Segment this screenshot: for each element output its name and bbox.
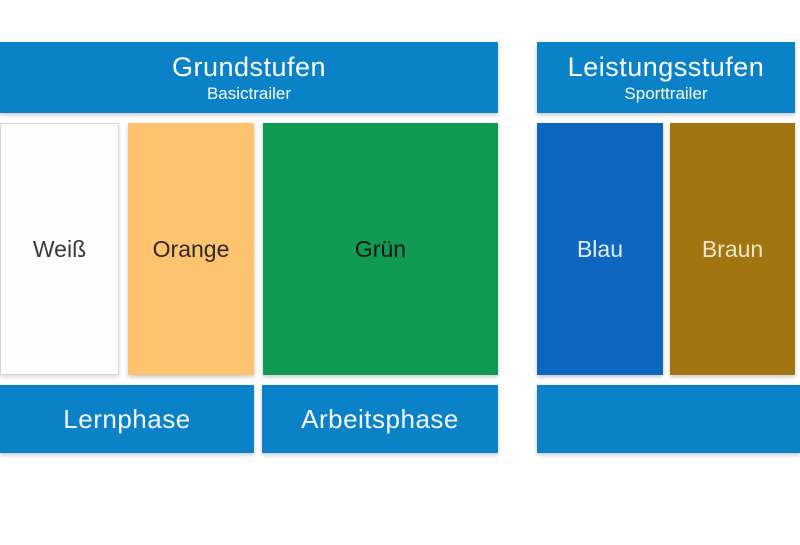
lernphase-label: Lernphase (63, 403, 191, 434)
lernphase-bar: Lernphase (0, 385, 254, 453)
grundstufen-header: Grundstufen Basictrailer (0, 42, 498, 113)
box-orange-label: Orange (152, 235, 230, 262)
grundstufen-subtitle: Basictrailer (206, 83, 292, 103)
sporttrailer-footer-bar (537, 385, 800, 453)
leistungsstufen-header: Leistungsstufen Sporttrailer (537, 42, 795, 113)
box-braun-label: Braun (701, 235, 764, 262)
box-weiss-label: Weiß (32, 235, 87, 262)
leistungsstufen-title: Leistungsstufen (567, 51, 765, 82)
box-braun: Braun (670, 123, 795, 375)
box-blau-label: Blau (576, 235, 624, 262)
arbeitsphase-label: Arbeitsphase (301, 403, 459, 434)
box-gruen: Grün (263, 123, 498, 375)
box-weiss: Weiß (0, 123, 119, 375)
box-blau: Blau (537, 123, 663, 375)
leistungsstufen-subtitle: Sporttrailer (624, 83, 708, 103)
grundstufen-title: Grundstufen (171, 51, 327, 82)
box-gruen-label: Grün (354, 235, 407, 262)
arbeitsphase-bar: Arbeitsphase (262, 385, 498, 453)
box-orange: Orange (128, 123, 254, 375)
